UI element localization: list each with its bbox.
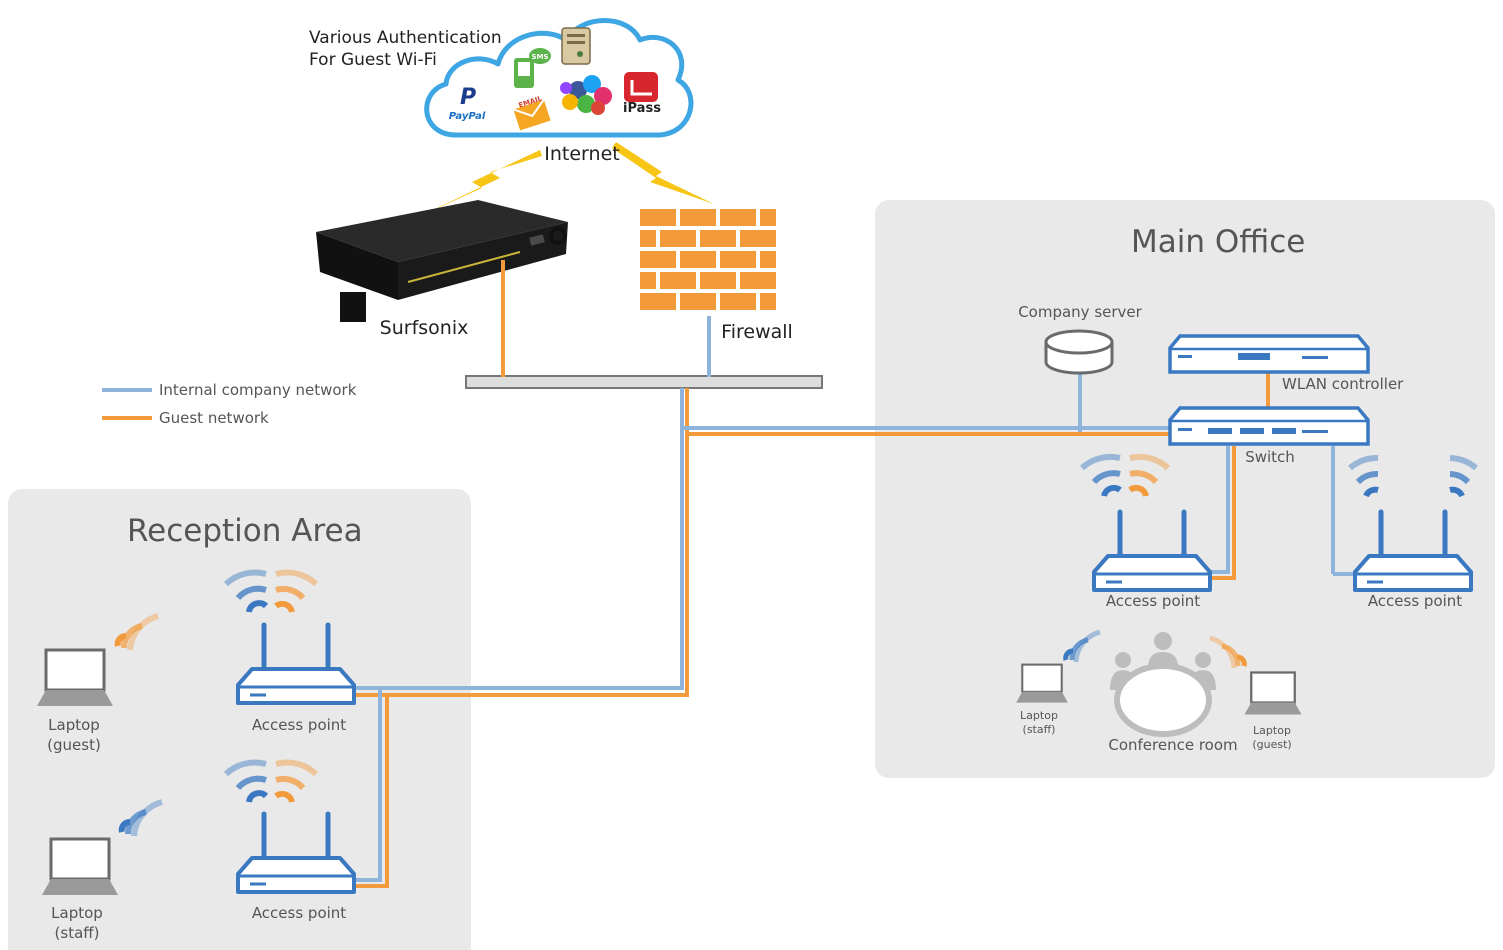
sms-logo: SMS — [531, 53, 548, 61]
surfsonix-label: Surfsonix — [379, 317, 469, 339]
cloud-title-line1: Various Authentication — [309, 28, 502, 48]
legend-guest-swatch — [102, 416, 152, 420]
legend-guest: Guest network — [102, 409, 269, 427]
surfsonix-appliance — [316, 200, 568, 322]
ipass-logo: iPass — [623, 101, 661, 116]
access-point-label: Access point — [251, 904, 347, 922]
access-point-icon — [238, 814, 354, 892]
cloud-title: Various Authentication For Guest Wi-Fi — [309, 27, 502, 71]
company-server-icon — [1044, 329, 1114, 375]
lightning-bolt-left — [416, 150, 542, 218]
laptop-guest-icon — [35, 648, 115, 708]
cloud-title-line2: For Guest Wi-Fi — [309, 50, 437, 70]
laptop-staff-icon — [40, 837, 120, 897]
wifi-signal-icon — [223, 569, 319, 613]
wifi-signal-icon — [223, 759, 319, 803]
firewall-label: Firewall — [721, 321, 793, 343]
wifi-signal-icon — [1209, 635, 1247, 669]
wifi-signal-icon — [1079, 453, 1171, 497]
paypal-logo: PayPal — [449, 111, 486, 122]
access-point-icon — [1094, 512, 1210, 590]
switch-label: Switch — [1245, 448, 1295, 466]
access-point-icon — [238, 625, 354, 703]
svg-text:P: P — [460, 85, 476, 110]
wifi-signal-icon — [118, 799, 163, 837]
lightning-bolt-right — [612, 142, 714, 204]
access-point-label: Access point — [251, 716, 347, 734]
laptop-staff-label: Laptop (staff) — [51, 904, 103, 942]
legend-internal-swatch — [102, 388, 152, 392]
social-apps-icon — [560, 75, 612, 115]
legend-guest-label: Guest network — [159, 409, 269, 427]
reception-area-title: Reception Area — [127, 513, 363, 549]
legend-internal-label: Internal company network — [159, 381, 357, 399]
laptop-guest-label: Laptop (guest) — [47, 716, 101, 754]
wlan-controller-label: WLAN controller — [1282, 375, 1404, 393]
company-server-label: Company server — [1018, 303, 1142, 321]
access-point-label: Access point — [1367, 592, 1463, 610]
laptop-guest-label: Laptop (guest) — [1252, 724, 1292, 752]
ipass-icon — [624, 72, 658, 102]
wlan-controller-icon — [1168, 334, 1370, 374]
conference-room-icon — [1110, 632, 1216, 737]
access-point-label: Access point — [1105, 592, 1201, 610]
laptop-staff-icon — [1015, 663, 1069, 704]
auth-server-icon — [561, 27, 591, 65]
main-office-title: Main Office — [1131, 224, 1306, 260]
wifi-signal-icon — [1063, 629, 1101, 663]
laptop-staff-label: Laptop (staff) — [1020, 709, 1058, 737]
wifi-signal-icon — [114, 613, 159, 651]
switch-icon — [1168, 406, 1370, 446]
legend-internal: Internal company network — [102, 381, 356, 399]
internet-label: Internet — [544, 143, 620, 165]
conference-room-label: Conference room — [1108, 736, 1238, 754]
wifi-signal-icon — [1348, 454, 1478, 498]
laptop-guest-icon — [1243, 671, 1303, 716]
backbone-bus — [465, 375, 823, 389]
internet-cloud: P PayPal SMS EMAIL iPass — [424, 18, 694, 138]
firewall-icon — [640, 209, 776, 310]
access-point-icon — [1355, 512, 1471, 590]
